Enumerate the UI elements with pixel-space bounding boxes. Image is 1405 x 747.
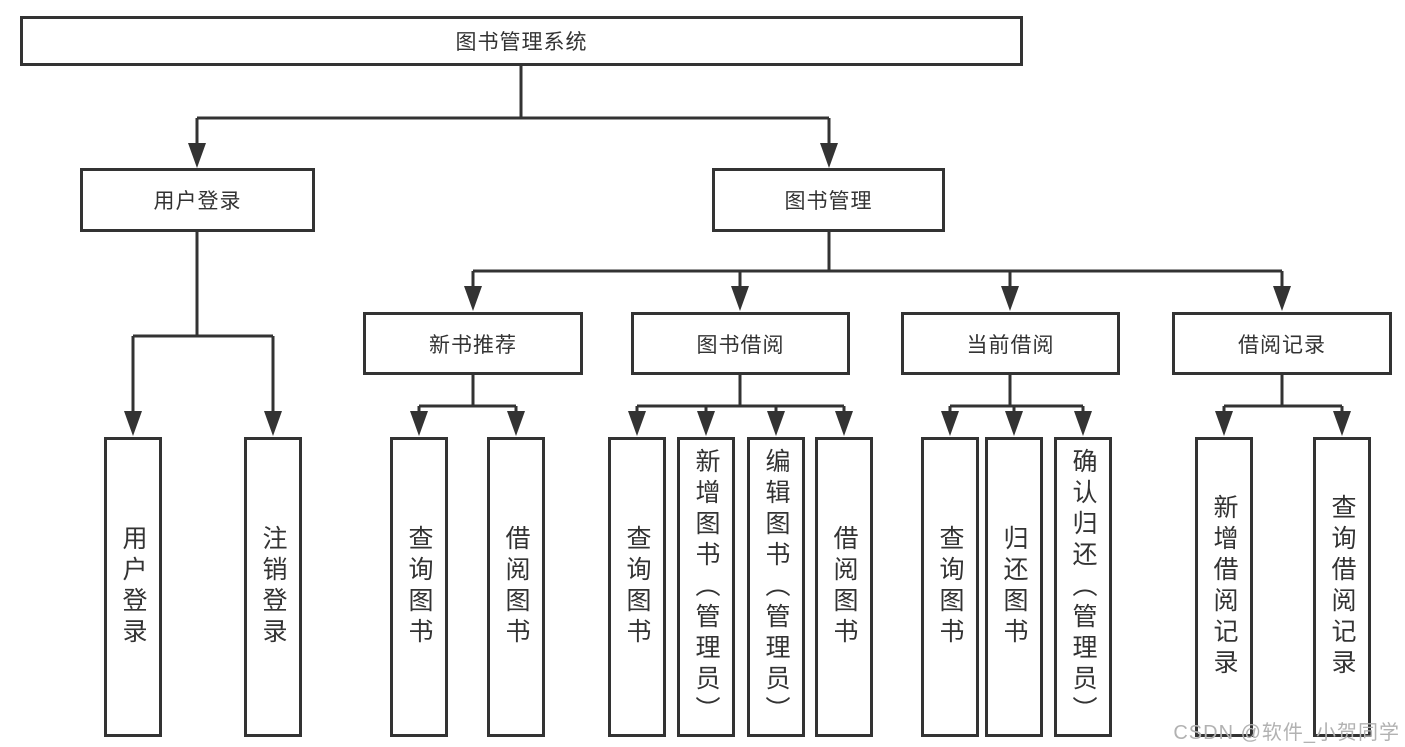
connector-current-borrow-children [941,375,1092,436]
connector-new-book-recommend-children [410,375,525,436]
leaf-br-add-record: 新增借阅记录 [1195,437,1253,737]
node-root: 图书管理系统 [20,16,1023,66]
arrowhead [697,411,715,436]
node-borrow-record-label: 借阅记录 [1238,333,1326,357]
node-user-login-label: 用户登录 [153,190,242,213]
leaf-nb-query-books-label: 查询图书 [405,525,433,649]
leaf-nb-borrow-books-label: 借阅图书 [502,525,530,649]
arrowhead [820,143,838,168]
arrowhead [1215,411,1233,436]
connector-book-management-children [464,232,1291,311]
arrowhead [1001,286,1019,311]
node-current-borrow-label: 当前借阅 [966,333,1055,357]
node-book-management: 图书管理 [712,168,945,232]
leaf-logout: 注销登录 [244,437,302,737]
leaf-bb-query-books-label: 查询图书 [623,525,651,649]
arrowhead [188,143,206,168]
node-borrow-record: 借阅记录 [1172,312,1392,375]
arrowhead [731,286,749,311]
node-new-book-recommend-label: 新书推荐 [429,333,517,357]
leaf-user-login: 用户登录 [104,437,162,737]
arrowhead [835,411,853,436]
leaf-br-add-record-label: 新增借阅记录 [1210,494,1238,680]
arrowhead [1005,411,1023,436]
connector-book-borrow-children [628,375,853,436]
arrowhead [767,411,785,436]
node-current-borrow: 当前借阅 [901,312,1120,375]
connector-user-login-children [124,232,282,436]
node-book-borrow: 图书借阅 [631,312,850,375]
leaf-bb-borrow-books-label: 借阅图书 [830,525,858,649]
leaf-bb-borrow-books: 借阅图书 [815,437,873,737]
node-user-login: 用户登录 [80,168,315,232]
arrowhead [1074,411,1092,436]
node-book-borrow-label: 图书借阅 [696,333,785,357]
leaf-cb-return-books: 归还图书 [985,437,1043,737]
node-book-management-label: 图书管理 [784,190,873,213]
leaf-cb-confirm-return-admin: 确认归还（管理员） [1054,437,1112,737]
csdn-watermark: CSDN @软件_小贺同学 [1173,722,1400,744]
leaf-logout-label: 注销登录 [259,525,287,649]
leaf-bb-query-books: 查询图书 [608,437,666,737]
arrowhead [464,286,482,311]
arrowhead [628,411,646,436]
node-root-label: 图书管理系统 [455,31,588,54]
leaf-br-query-record-label: 查询借阅记录 [1328,494,1356,680]
leaf-bb-add-books-admin: 新增图书（管理员） [677,437,735,737]
leaf-br-query-record: 查询借阅记录 [1313,437,1371,737]
arrowhead [264,411,282,436]
leaf-cb-confirm-return-admin-label: 确认归还（管理员） [1069,447,1097,727]
node-new-book-recommend: 新书推荐 [363,312,583,375]
leaf-cb-query-books: 查询图书 [921,437,979,737]
arrowhead [1273,286,1291,311]
arrowhead [941,411,959,436]
arrowhead [1333,411,1351,436]
leaf-bb-add-books-admin-label: 新增图书（管理员） [692,447,720,727]
leaf-user-login-label: 用户登录 [119,525,147,649]
arrowhead [124,411,142,436]
leaf-bb-edit-books-admin: 编辑图书（管理员） [747,437,805,737]
connector-root-to-level2 [188,66,838,168]
arrowhead [507,411,525,436]
leaf-nb-borrow-books: 借阅图书 [487,437,545,737]
connector-borrow-record-children [1215,375,1351,436]
leaf-bb-edit-books-admin-label: 编辑图书（管理员） [762,447,790,727]
leaf-nb-query-books: 查询图书 [390,437,448,737]
leaf-cb-query-books-label: 查询图书 [936,525,964,649]
arrowhead [410,411,428,436]
leaf-cb-return-books-label: 归还图书 [1000,525,1028,649]
